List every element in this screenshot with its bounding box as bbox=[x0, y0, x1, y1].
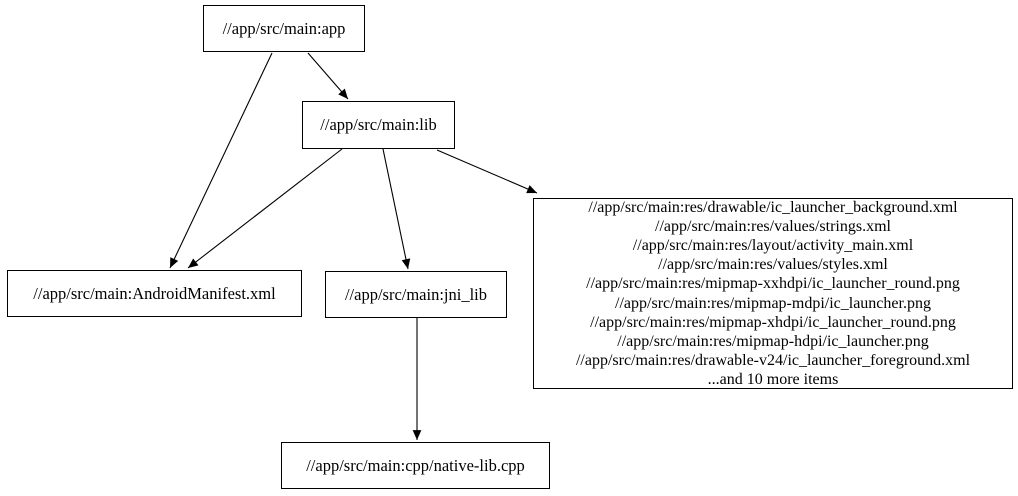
resource-line: //app/src/main:res/mipmap-xhdpi/ic_launc… bbox=[590, 313, 956, 331]
resource-line: //app/src/main:res/drawable-v24/ic_launc… bbox=[575, 351, 971, 369]
node-lib: //app/src/main:lib bbox=[302, 101, 455, 149]
resource-line: //app/src/main:res/mipmap-mdpi/ic_launch… bbox=[615, 294, 931, 312]
node-native-lib-cpp-label: //app/src/main:cpp/native-lib.cpp bbox=[306, 455, 525, 475]
resource-more-items: ...and 10 more items bbox=[707, 370, 839, 388]
node-android-manifest-label: //app/src/main:AndroidManifest.xml bbox=[33, 283, 276, 303]
node-app-label: //app/src/main:app bbox=[222, 18, 346, 38]
resource-line: //app/src/main:res/layout/activity_main.… bbox=[632, 237, 914, 255]
resource-line: //app/src/main:res/values/strings.xml bbox=[655, 218, 891, 236]
node-resources-group: //app/src/main:res/drawable/ic_launcher_… bbox=[533, 198, 1013, 389]
edge-app-lib bbox=[307, 52, 349, 100]
node-android-manifest: //app/src/main:AndroidManifest.xml bbox=[7, 270, 302, 317]
edge-lib-resources bbox=[436, 149, 538, 194]
resource-line: //app/src/main:res/values/styles.xml bbox=[658, 256, 888, 274]
node-lib-label: //app/src/main:lib bbox=[320, 115, 437, 134]
edge-app-manifest bbox=[169, 52, 273, 269]
edge-lib-jnilib bbox=[382, 148, 411, 270]
node-app: //app/src/main:app bbox=[203, 5, 365, 52]
node-jni-lib-label: //app/src/main:jni_lib bbox=[344, 284, 488, 304]
node-native-lib-cpp: //app/src/main:cpp/native-lib.cpp bbox=[281, 442, 550, 489]
node-jni-lib: //app/src/main:jni_lib bbox=[325, 271, 507, 318]
edge-lib-manifest bbox=[187, 148, 343, 269]
resource-line: //app/src/main:res/mipmap-xxhdpi/ic_laun… bbox=[586, 275, 960, 293]
resource-line: //app/src/main:res/drawable/ic_launcher_… bbox=[588, 199, 958, 217]
resource-line: //app/src/main:res/mipmap-hdpi/ic_launch… bbox=[617, 332, 929, 350]
